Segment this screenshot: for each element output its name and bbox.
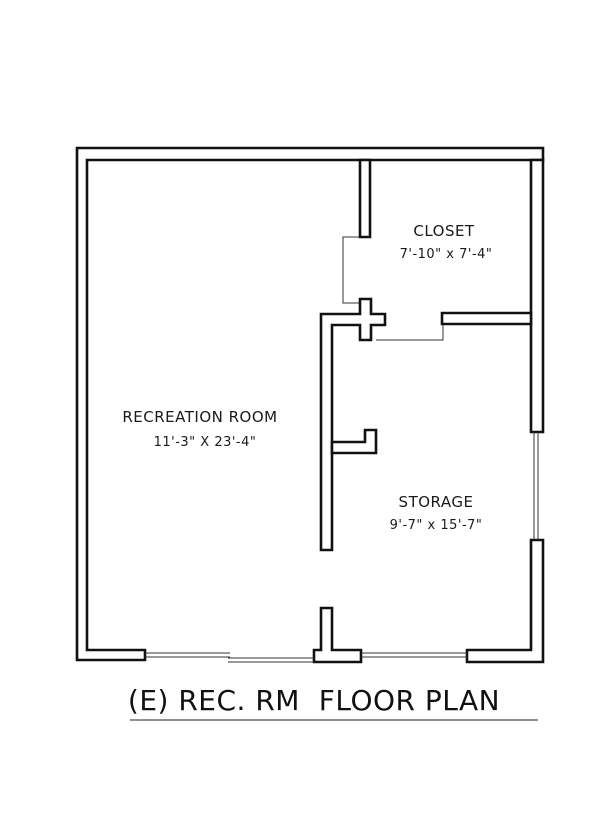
storage-stub-wall <box>330 428 378 455</box>
closet-dims: 7'-10" x 7'-4" <box>400 247 493 262</box>
exterior-walls <box>75 146 545 664</box>
closet-wall-bottom-right <box>440 311 533 326</box>
plan-title: (E) REC. RM FLOOR PLAN <box>128 684 500 717</box>
closet-door-swing <box>342 236 360 304</box>
storage-door-line <box>376 325 444 341</box>
exterior-wall-bottom-middle <box>312 606 363 664</box>
openings <box>145 236 539 663</box>
recreation-room-name: RECREATION ROOM <box>122 408 277 426</box>
exterior-wall-left-top <box>75 146 545 662</box>
exterior-wall-right-lower <box>465 538 545 664</box>
storage-wall-left <box>319 297 387 552</box>
storage-name: STORAGE <box>399 493 474 511</box>
closet-wall-left <box>358 158 372 239</box>
recreation-room-dims: 11'-3" X 23'-4" <box>154 435 257 450</box>
exterior-wall-right-upper <box>529 158 545 434</box>
storage-dims: 9'-7" x 15'-7" <box>390 518 483 533</box>
closet-name: CLOSET <box>413 222 475 240</box>
interior-walls <box>319 158 533 552</box>
